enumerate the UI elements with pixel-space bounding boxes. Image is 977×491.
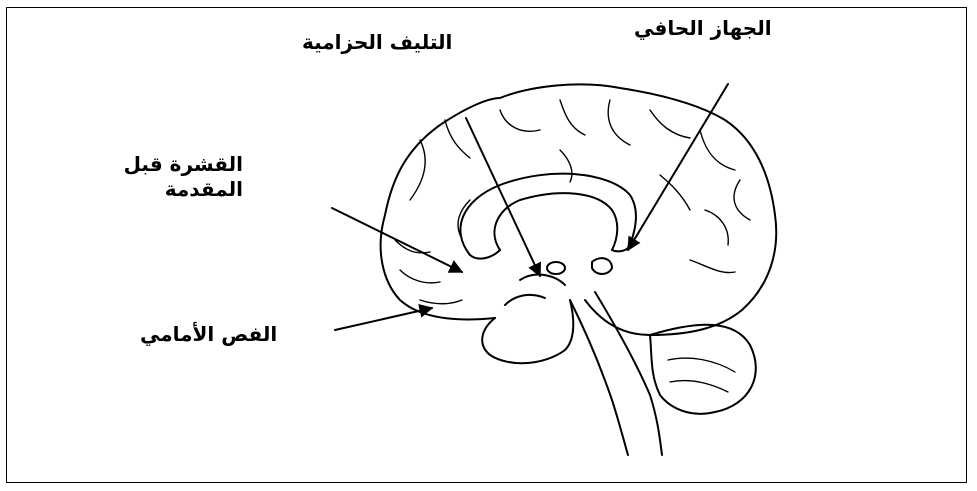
temporal-lobe: [482, 300, 573, 363]
corpus-callosum: [460, 174, 635, 255]
cerebellum: [650, 325, 756, 414]
arrow-limbic-system: [628, 84, 728, 250]
label-prefrontal-cortex: القشرة قبل المقدمة: [118, 152, 243, 202]
label-prefrontal-line2: المقدمة: [118, 177, 243, 202]
label-frontal-lobe: الفص الأمامي: [140, 322, 277, 347]
cerebrum-outline: [381, 84, 777, 335]
label-prefrontal-line1: القشرة قبل: [118, 152, 243, 177]
brainstem: [570, 300, 628, 455]
arrow-prefrontal-cortex: [332, 208, 462, 272]
arrow-frontal-lobe: [335, 308, 432, 330]
label-limbic-system: الجهاز الحافي: [634, 16, 772, 41]
label-cingulum: التليف الحزامية: [302, 30, 452, 55]
